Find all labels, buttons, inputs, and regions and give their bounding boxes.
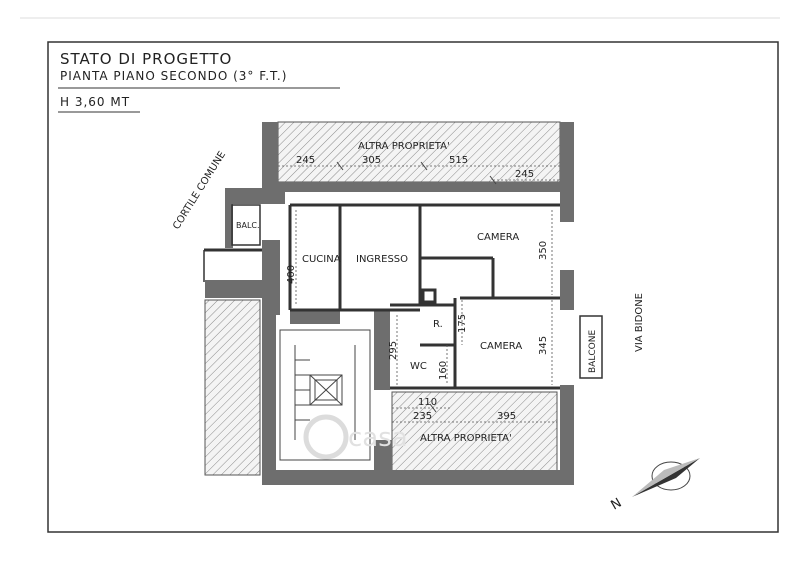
dimension-lines (278, 165, 560, 423)
stairwell (279, 329, 371, 461)
plan-subtitle: PIANTA PIANO SECONDO (3° F.T.) (60, 69, 288, 83)
dim-bottom-110: 110 (418, 397, 437, 408)
top-property-label: ALTRA PROPRIETA' (358, 141, 450, 152)
right-balcony-label: BALCONE (588, 330, 598, 373)
left-balcony-label: BALC. (236, 221, 260, 230)
dim-175: 175 (457, 314, 468, 333)
dim-top-305: 305 (362, 155, 381, 166)
room-wc-label: WC (410, 361, 427, 372)
dim-345: 345 (538, 336, 549, 355)
external-walls (205, 122, 574, 485)
dim-bottom-395: 395 (497, 411, 516, 422)
dim-400: 400 (286, 265, 297, 284)
dim-top-515: 515 (449, 155, 468, 166)
top-neighbour-area (277, 121, 561, 183)
street-label: VIA BIDONE (634, 293, 645, 352)
room-bedroom-1-label: CAMERA (477, 232, 519, 243)
dimension-ticks (336, 161, 497, 413)
dim-295: 295 (388, 341, 399, 360)
watermark-logo (303, 414, 349, 460)
room-bedroom-2-label: CAMERA (480, 341, 522, 352)
ceiling-height: H 3,60 MT (60, 95, 131, 109)
left-balcony (231, 204, 261, 246)
right-balcony (579, 315, 603, 379)
left-neighbour-area (204, 299, 261, 476)
north-arrow-icon (632, 458, 700, 497)
interior-walls (204, 203, 560, 390)
dim-top-245a: 245 (296, 155, 315, 166)
drawing-frame (47, 41, 779, 533)
bottom-property-label: ALTRA PROPRIETA' (420, 433, 512, 444)
north-label: N (609, 496, 625, 514)
dim-160: 160 (438, 361, 449, 380)
watermark-text: casa (348, 423, 408, 453)
dim-bottom-235: 235 (413, 411, 432, 422)
shaft (421, 288, 437, 304)
plan-title: STATO DI PROGETTO (60, 50, 233, 68)
room-kitchen-label: CUCINA (302, 254, 341, 265)
bottom-neighbour-area (391, 391, 558, 475)
dim-top-245b: 245 (515, 169, 534, 180)
dim-350: 350 (538, 241, 549, 260)
room-storage-label: R. (433, 319, 443, 330)
room-entrance-label: INGRESSO (356, 254, 408, 265)
courtyard-label: CORTILE COMUNE (171, 150, 228, 232)
